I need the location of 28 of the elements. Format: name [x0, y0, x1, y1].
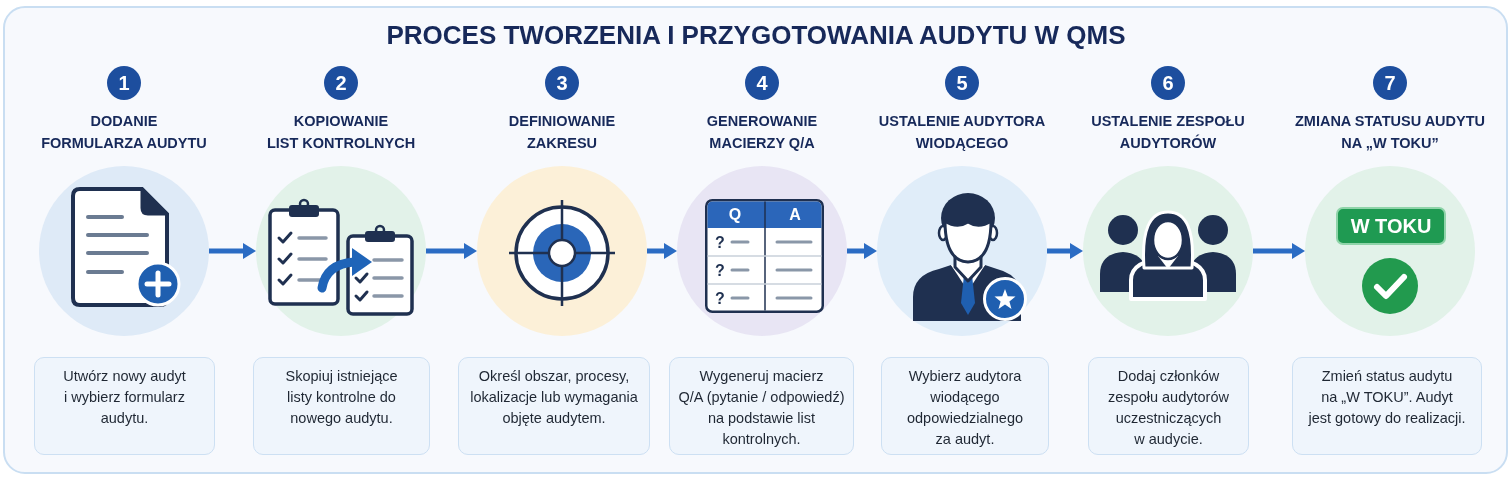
qa-table	[705, 199, 824, 313]
description-card: Skopiuj istniejące listy kontrolne do nowego audytu.	[253, 357, 430, 455]
step-heading: USTALENIE ZESPOŁU AUDYTORÓW	[1091, 112, 1245, 153]
arrow	[1047, 243, 1083, 259]
description-card: Określ obszar, procesy, lokalizacje lub wymagania objęte audytem.	[458, 357, 650, 455]
step-heading: DEFINIOWANIE ZAKRESU	[508, 112, 616, 153]
column-header: A	[789, 205, 801, 223]
arrow	[1253, 243, 1305, 259]
arrow	[426, 243, 477, 259]
question-mark: ?	[715, 233, 725, 251]
question-mark: ?	[715, 261, 725, 279]
description-card: Utwórz nowy audyt i wybierz formularz audytu.	[34, 357, 215, 455]
arrow	[209, 243, 256, 259]
description-card: Wygeneruj macierz Q/A (pytanie / odpowiedź) na podstawie list kontrolnych.	[669, 357, 854, 455]
step-heading: USTALENIE AUDYTORA WIODĄCEGO	[878, 112, 1046, 153]
arrow	[847, 243, 877, 259]
description-card: Zmień status audytu na „W TOKU”. Audyt jest gotowy do realizacji.	[1292, 357, 1482, 455]
description-card: Dodaj członków zespołu audytorów uczestniczących w audycie.	[1088, 357, 1249, 455]
step-heading: KOPIOWANIE LIST KONTROLNYCH	[266, 112, 416, 153]
column-header: Q	[728, 205, 742, 223]
question-mark: ?	[715, 289, 725, 307]
status-badge: W TOKU	[1336, 207, 1446, 245]
description-card: Wybierz audytora wiodącego odpowiedzialnego za audyt.	[881, 357, 1049, 455]
step-heading: ZMIANA STATUSU AUDYTU NA „W TOKU”	[1294, 112, 1486, 153]
arrow	[647, 243, 677, 259]
diagram-title: PROCES TWORZENIA I PRZYGOTOWANIA AUDYTU W QMS	[386, 19, 1126, 51]
step-heading: GENEROWANIE MACIERZY Q/A	[706, 112, 818, 153]
step-heading: DODANIE FORMULARZA AUDYTU	[41, 112, 207, 153]
